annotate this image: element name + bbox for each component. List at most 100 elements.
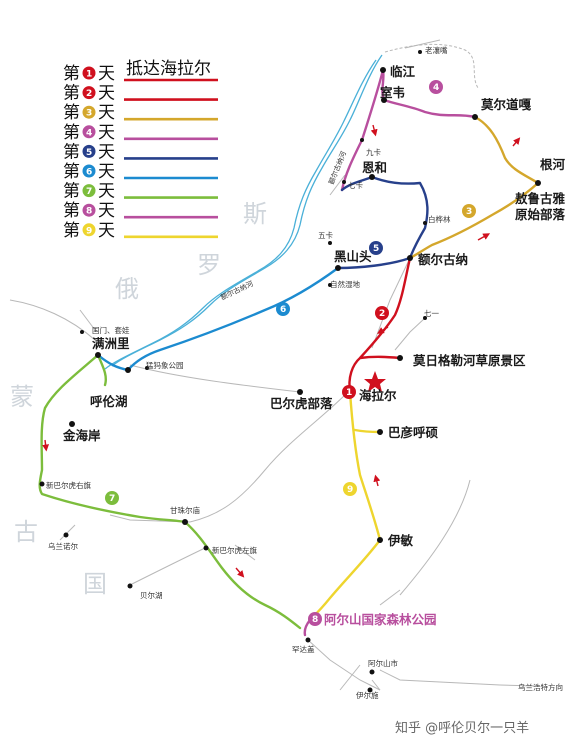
place-maxiang: 猛犸象公园 — [146, 360, 184, 370]
place-enhe: 恩和 — [362, 160, 387, 175]
legend-di-label: 第 — [63, 142, 80, 162]
legend-di-label: 第 — [63, 64, 80, 84]
route-day7 — [38, 353, 302, 630]
legend-day-badge — [82, 86, 96, 100]
day-routes — [38, 68, 540, 637]
legend-day-number: 2 — [86, 89, 92, 99]
legend-day-badge — [82, 66, 96, 80]
route-day2 — [348, 256, 412, 392]
place-guomen: 国门、套娃 — [92, 325, 130, 335]
legend-di-label: 第 — [63, 103, 80, 123]
badge-day9: 9 — [343, 482, 357, 496]
place-jiuka: 九卡 — [366, 147, 381, 157]
place-yimin: 伊敏 — [387, 533, 414, 548]
legend-day-badge — [82, 223, 96, 237]
badge-day8: 8 — [308, 612, 322, 626]
place-aoluguya: 敖鲁古雅 — [515, 191, 566, 206]
place-wuka: 五卡 — [318, 230, 333, 240]
legend-di-label: 第 — [63, 221, 80, 241]
place-wulanhaote: 乌兰浩特方向 — [518, 682, 563, 692]
river-eerguna — [104, 54, 383, 370]
legend-tian-label: 天 — [98, 221, 115, 241]
svg-text:2: 2 — [379, 309, 385, 319]
place-bayanhushuo: 巴彦呼硕 — [388, 425, 439, 440]
legend-day-number: 5 — [86, 148, 92, 158]
legend-day-number: 6 — [86, 168, 92, 178]
river-labels: 额尔古纳河 额尔古纳河 — [219, 150, 348, 302]
place-qika: 七卡 — [348, 180, 363, 190]
place-aershan: 阿尔山国家森林公园 — [324, 612, 437, 627]
svg-text:9: 9 — [347, 485, 353, 495]
legend-day-badge — [82, 203, 96, 217]
place-adahan: 罕达盖 — [292, 644, 315, 654]
svg-text:8: 8 — [312, 615, 318, 625]
place-hailaer: 海拉尔 — [359, 388, 397, 403]
country-russia-2: 罗 — [197, 251, 221, 279]
place-eerguna: 额尔古纳 — [418, 252, 468, 267]
watermark: 知乎 @呼伦贝尔一只羊 — [395, 720, 529, 736]
country-mongolia-3: 国 — [83, 570, 107, 598]
legend-day-number: 1 — [86, 70, 92, 80]
place-morigele: 莫日格勒河草原景区 — [413, 353, 526, 368]
route-day6 — [96, 266, 340, 372]
country-labels: 俄 罗 斯 蒙 古 国 — [10, 200, 267, 598]
route-day5 — [336, 175, 429, 270]
legend-di-label: 第 — [63, 123, 80, 143]
legend-tian-label: 天 — [98, 103, 115, 123]
badge-day5: 5 — [369, 241, 383, 255]
legend-di-label: 第 — [63, 162, 80, 182]
legend-day-badge — [82, 164, 96, 178]
legend-di-label: 第 — [63, 182, 80, 202]
legend-day-badge — [82, 144, 96, 158]
legend-tian-label: 天 — [98, 84, 115, 104]
place-laolanghe: 老瀼嘴 — [425, 45, 448, 55]
badge-day3: 3 — [462, 204, 476, 218]
legend-di-label: 第 — [63, 201, 80, 221]
route-day3 — [408, 115, 540, 260]
place-shiwei: 室韦 — [380, 85, 405, 100]
country-mongolia-1: 蒙 — [10, 383, 34, 411]
legend-tian-label: 天 — [98, 182, 115, 202]
place-shidi: 自然湿地 — [330, 279, 360, 289]
legend-day-badge — [82, 105, 96, 119]
place-dots — [39, 50, 541, 693]
legend-tian-label: 天 — [98, 142, 115, 162]
badge-day6: 6 — [276, 302, 290, 316]
svg-text:7: 7 — [109, 494, 115, 504]
place-xinbazuoqi: 新巴尔虎左旗 — [212, 545, 257, 555]
place-baerhu: 巴尔虎部落 — [270, 396, 333, 411]
place-manzhouli: 满洲里 — [92, 336, 130, 351]
route-day9 — [308, 390, 382, 622]
svg-text:1: 1 — [346, 388, 352, 398]
place-linjiang: 临江 — [390, 64, 416, 79]
svg-text:5: 5 — [373, 244, 379, 254]
place-ganzhuer: 甘珠尔庙 — [170, 505, 200, 515]
legend-day-number: 7 — [86, 187, 92, 197]
legend-tian-label: 天 — [98, 162, 115, 182]
legend-day-number: 8 — [86, 207, 92, 217]
legend-day-number: 3 — [86, 109, 92, 119]
place-moerdaoga: 莫尔道嘎 — [481, 97, 532, 112]
legend-day-number: 9 — [86, 226, 92, 236]
place-hulunhu: 呼伦湖 — [90, 394, 128, 409]
place-wulanuoer: 乌兰诺尔 — [48, 541, 78, 551]
hailaer-star-icon — [364, 371, 386, 392]
legend-tian-label: 天 — [98, 123, 115, 143]
place-aoluguya2: 原始部落 — [515, 207, 566, 222]
place-xinbayouqi: 新巴尔虎右旗 — [46, 480, 91, 490]
legend-tian-label: 天 — [98, 201, 115, 221]
legend-day-badge — [82, 184, 96, 198]
map-day-badges: 1 2 3 4 5 6 7 8 9 — [105, 80, 476, 626]
legend-tian-label: 天 — [98, 64, 115, 84]
legend-day-number: 4 — [86, 128, 92, 138]
country-mongolia-2: 古 — [14, 518, 38, 546]
